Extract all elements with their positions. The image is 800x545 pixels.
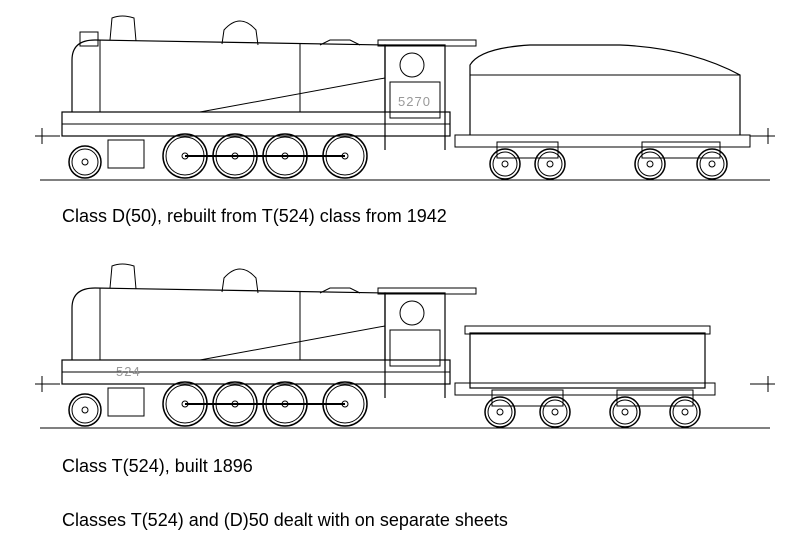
tender-wheel-3-rim [637,151,663,177]
tender-wheel-2 [534,148,566,180]
bogie-wheel-rim [71,148,99,176]
bogie-wheel-rim [71,396,99,424]
tender-wheel-2-rim [537,151,563,177]
tender-wheel-3-hub [621,408,629,416]
tender-wheel-1 [484,396,516,428]
bogie-wheel [68,393,102,427]
tender-wheel-4 [669,396,701,428]
tender-tank [469,44,741,135]
tender-wheel-4-hub [681,408,689,416]
tender-wheel-1 [489,148,521,180]
boiler [71,287,386,360]
chimney [109,263,137,290]
tender-wheel-2-hub [551,408,559,416]
locomotive-d50-drawing [35,15,775,181]
tender-wheel-2-rim [542,399,568,425]
tender-wheel-4-rim [672,399,698,425]
safety-valves [319,39,361,46]
cylinder [107,139,145,169]
chimney [109,15,137,42]
tender-bogie-frame [641,141,721,159]
number-plate-524: 524 [116,364,141,379]
bogie-wheel [68,145,102,179]
tender-wheel-3-hub [646,160,654,168]
tender-wheel-4 [696,148,728,180]
tender-tank [469,332,706,389]
tender-bogie-frame [491,389,564,407]
cab-roof [377,39,477,47]
tender-frame [454,382,716,396]
dome [221,20,259,46]
reversing-rod [199,77,386,113]
locomotive-t524-drawing [35,263,775,429]
tender-wheel-1-rim [492,151,518,177]
tender-wheel-3 [634,148,666,180]
tender-wheel-1-hub [496,408,504,416]
tender-bogie-frame [616,389,694,407]
headlight [79,31,99,47]
footnote: Classes T(524) and (D)50 dealt with on s… [62,510,508,530]
dome [221,268,259,294]
boiler [71,39,386,112]
tender-frame [454,134,751,148]
cab-window [399,300,425,326]
tender-bogie-frame [496,141,559,159]
cab-window [399,52,425,78]
tender-wheel-2 [539,396,571,428]
caption-class-d50: Class D(50), rebuilt from T(524) class f… [62,206,447,226]
tender-wheel-3 [609,396,641,428]
cylinder [107,387,145,417]
caption-class-t524: Class T(524), built 1896 [62,456,253,476]
tender-wheel-4-hub [708,160,716,168]
cab-side-sheet [389,81,441,119]
tender-wheel-1-hub [501,160,509,168]
safety-valves [319,287,361,294]
cab-roof [377,287,477,295]
reversing-rod [199,325,386,361]
cab [384,44,446,150]
tender-wheel-4-rim [699,151,725,177]
cab-side-sheet [389,329,441,367]
number-plate-5270: 5270 [398,94,431,109]
bogie-wheel-hub [81,406,89,414]
tender-wheel-2-hub [546,160,554,168]
bogie-wheel-hub [81,158,89,166]
tender-wheel-3-rim [612,399,638,425]
tender-wheel-1-rim [487,399,513,425]
tender-coping [464,325,711,335]
cab [384,292,446,398]
